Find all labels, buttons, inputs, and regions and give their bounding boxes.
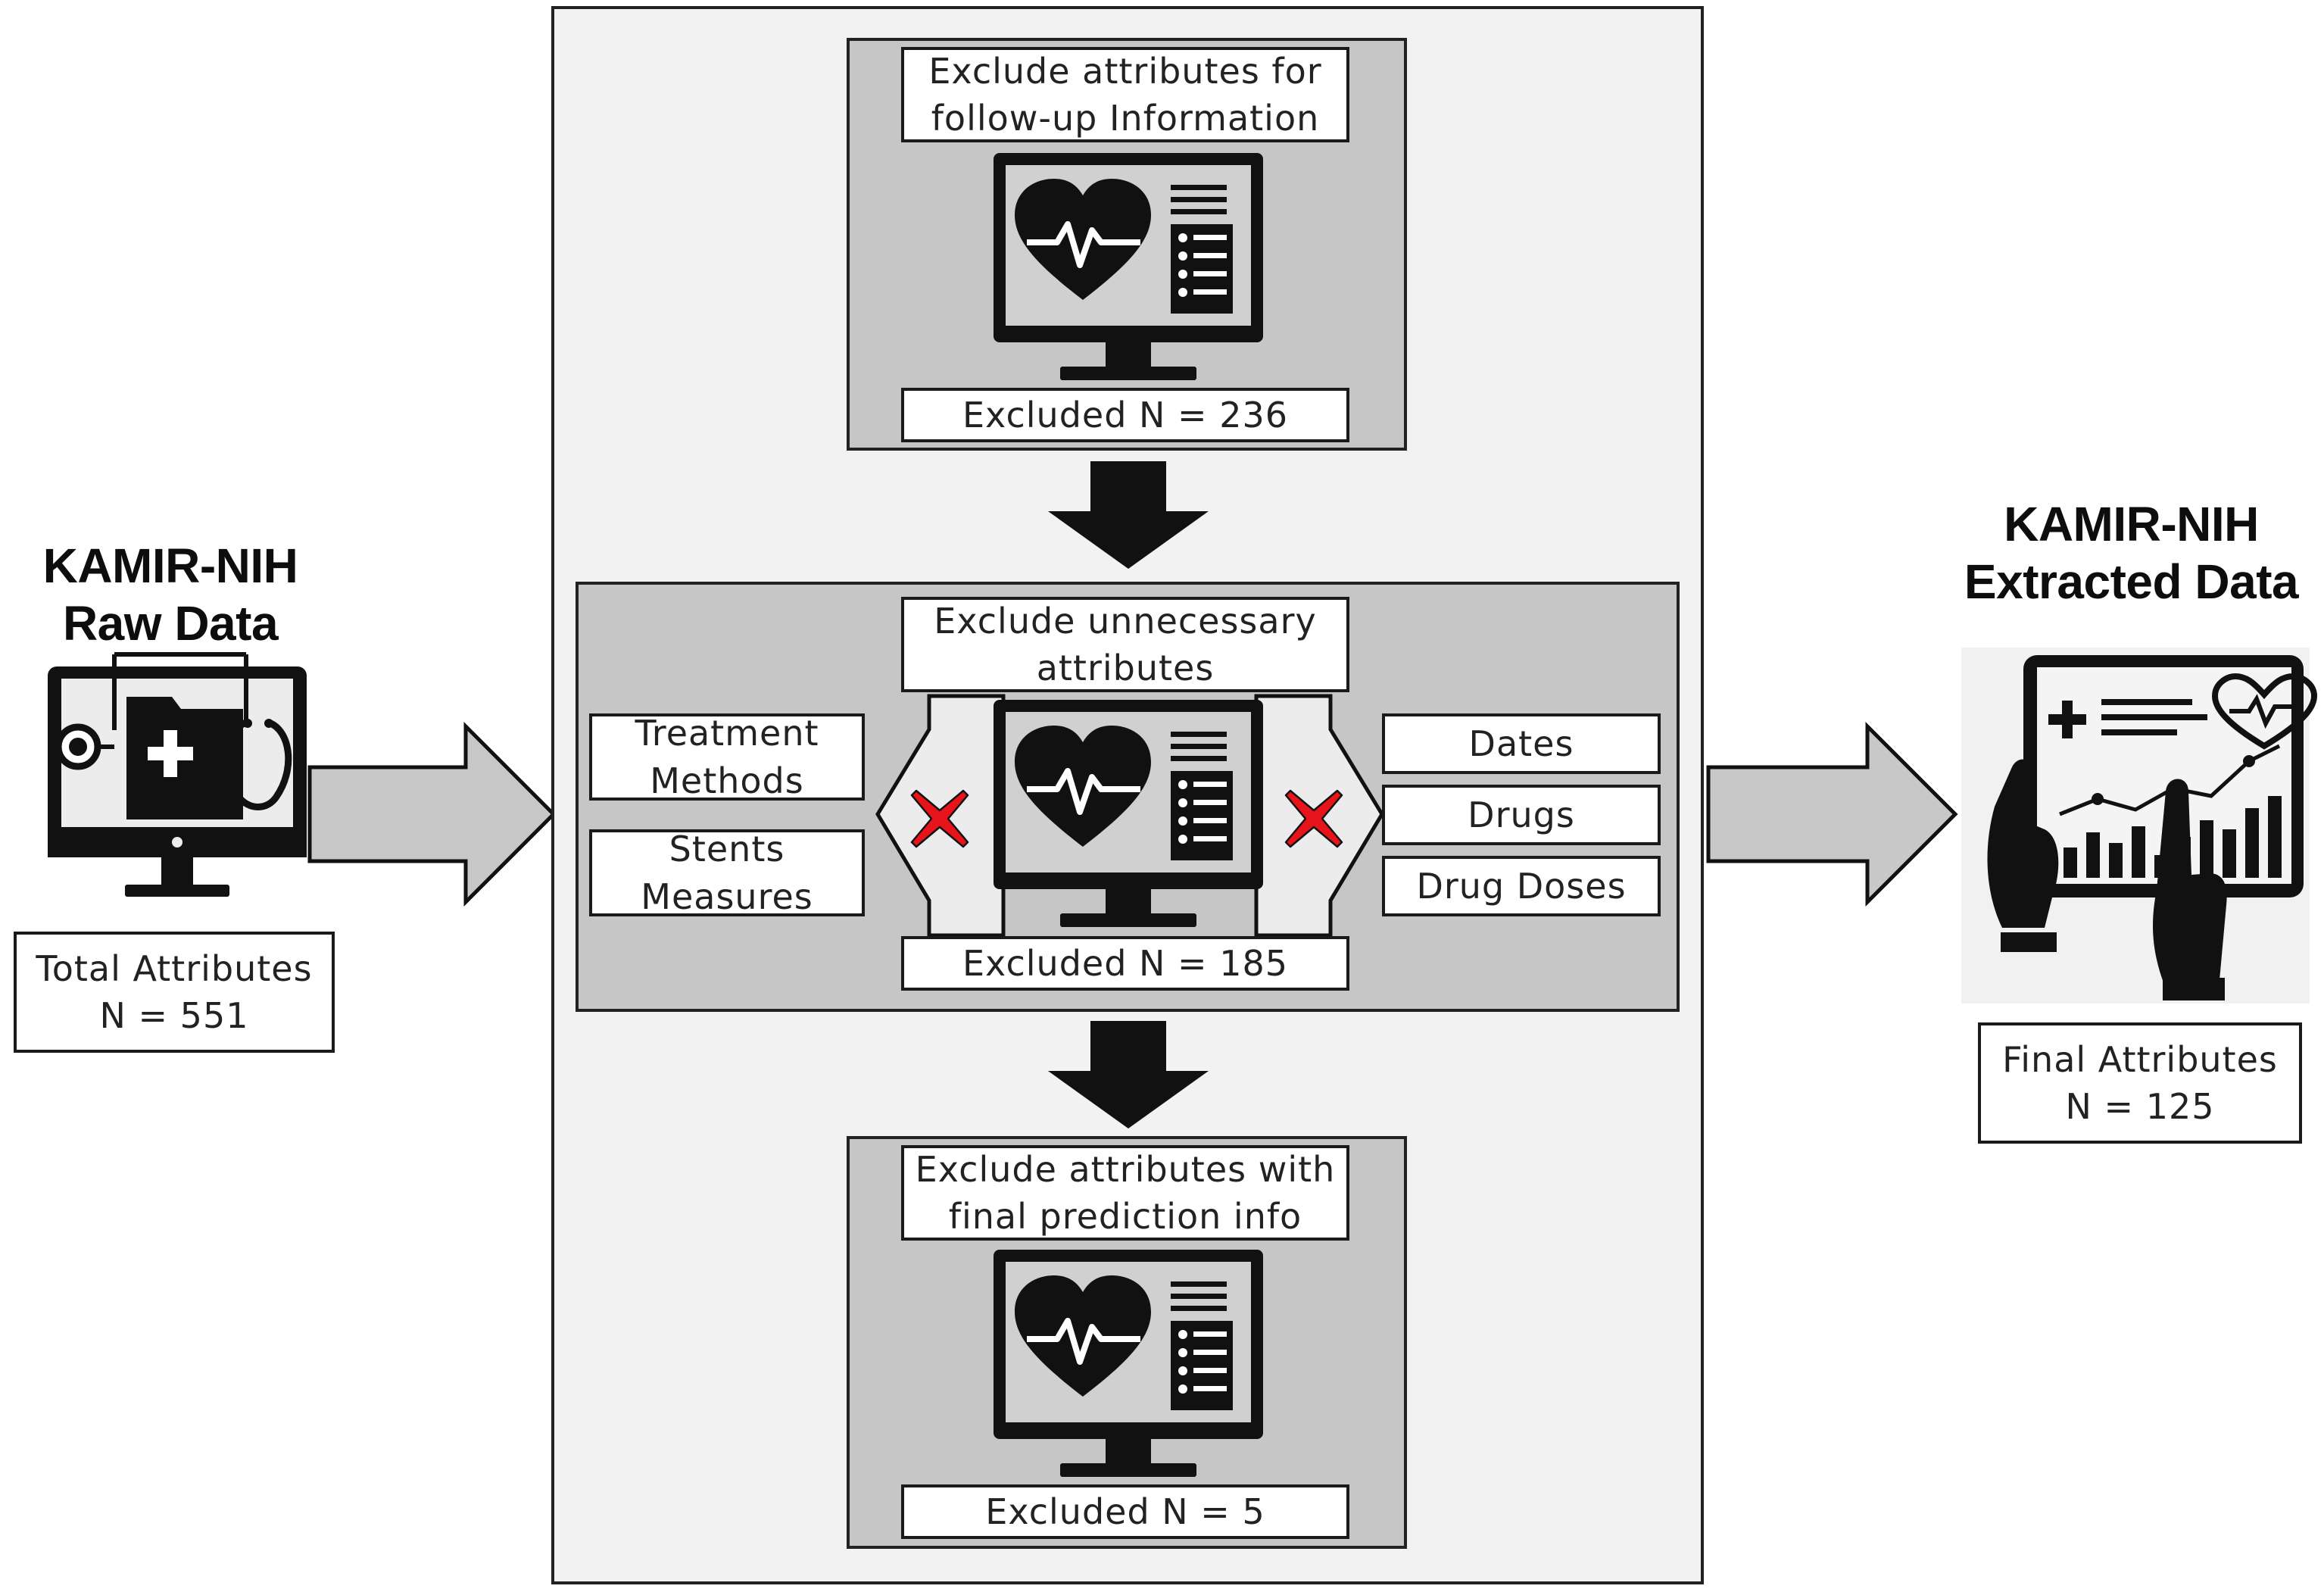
- final-attributes-caption: Final Attributes N = 125: [1978, 1022, 2302, 1144]
- step2-excluded: Excluded N = 185: [901, 936, 1349, 991]
- tablet-chart-hands-icon: [1961, 648, 2318, 1004]
- step3-label: Exclude attributes with final prediction…: [901, 1145, 1349, 1241]
- heart-monitor-icon: [994, 700, 1263, 927]
- item-drug-doses: Drug Doses: [1382, 856, 1661, 916]
- total-attributes-caption: Total Attributes N = 551: [14, 932, 335, 1053]
- computer-medical-folder-stethoscope-icon: [48, 652, 307, 897]
- step1-excluded: Excluded N = 236: [901, 388, 1349, 442]
- item-dates: Dates: [1382, 713, 1661, 774]
- flow-arrow-down-1: [1048, 461, 1209, 569]
- step2-label: Exclude unnecessary attributes: [901, 597, 1349, 692]
- flow-arrow-down-2: [1048, 1021, 1209, 1128]
- heart-monitor-icon: [994, 1250, 1263, 1477]
- raw-data-title: KAMIR-NIH Raw Data: [42, 538, 298, 651]
- extracted-data-title: KAMIR-NIH Extracted Data: [1964, 497, 2299, 609]
- exclude-cross-icon: [910, 789, 969, 848]
- heart-monitor-icon: [994, 153, 1263, 380]
- item-treatment-methods: Treatment Methods: [589, 713, 865, 801]
- flow-arrow-right-2: [1706, 721, 1958, 907]
- step1-label: Exclude attributes for follow-up Informa…: [901, 47, 1349, 142]
- flow-arrow-right-1: [307, 721, 557, 907]
- item-stents-measures: Stents Measures: [589, 829, 865, 917]
- step3-excluded: Excluded N = 5: [901, 1484, 1349, 1539]
- exclude-cross-icon: [1284, 789, 1343, 848]
- item-drugs: Drugs: [1382, 785, 1661, 845]
